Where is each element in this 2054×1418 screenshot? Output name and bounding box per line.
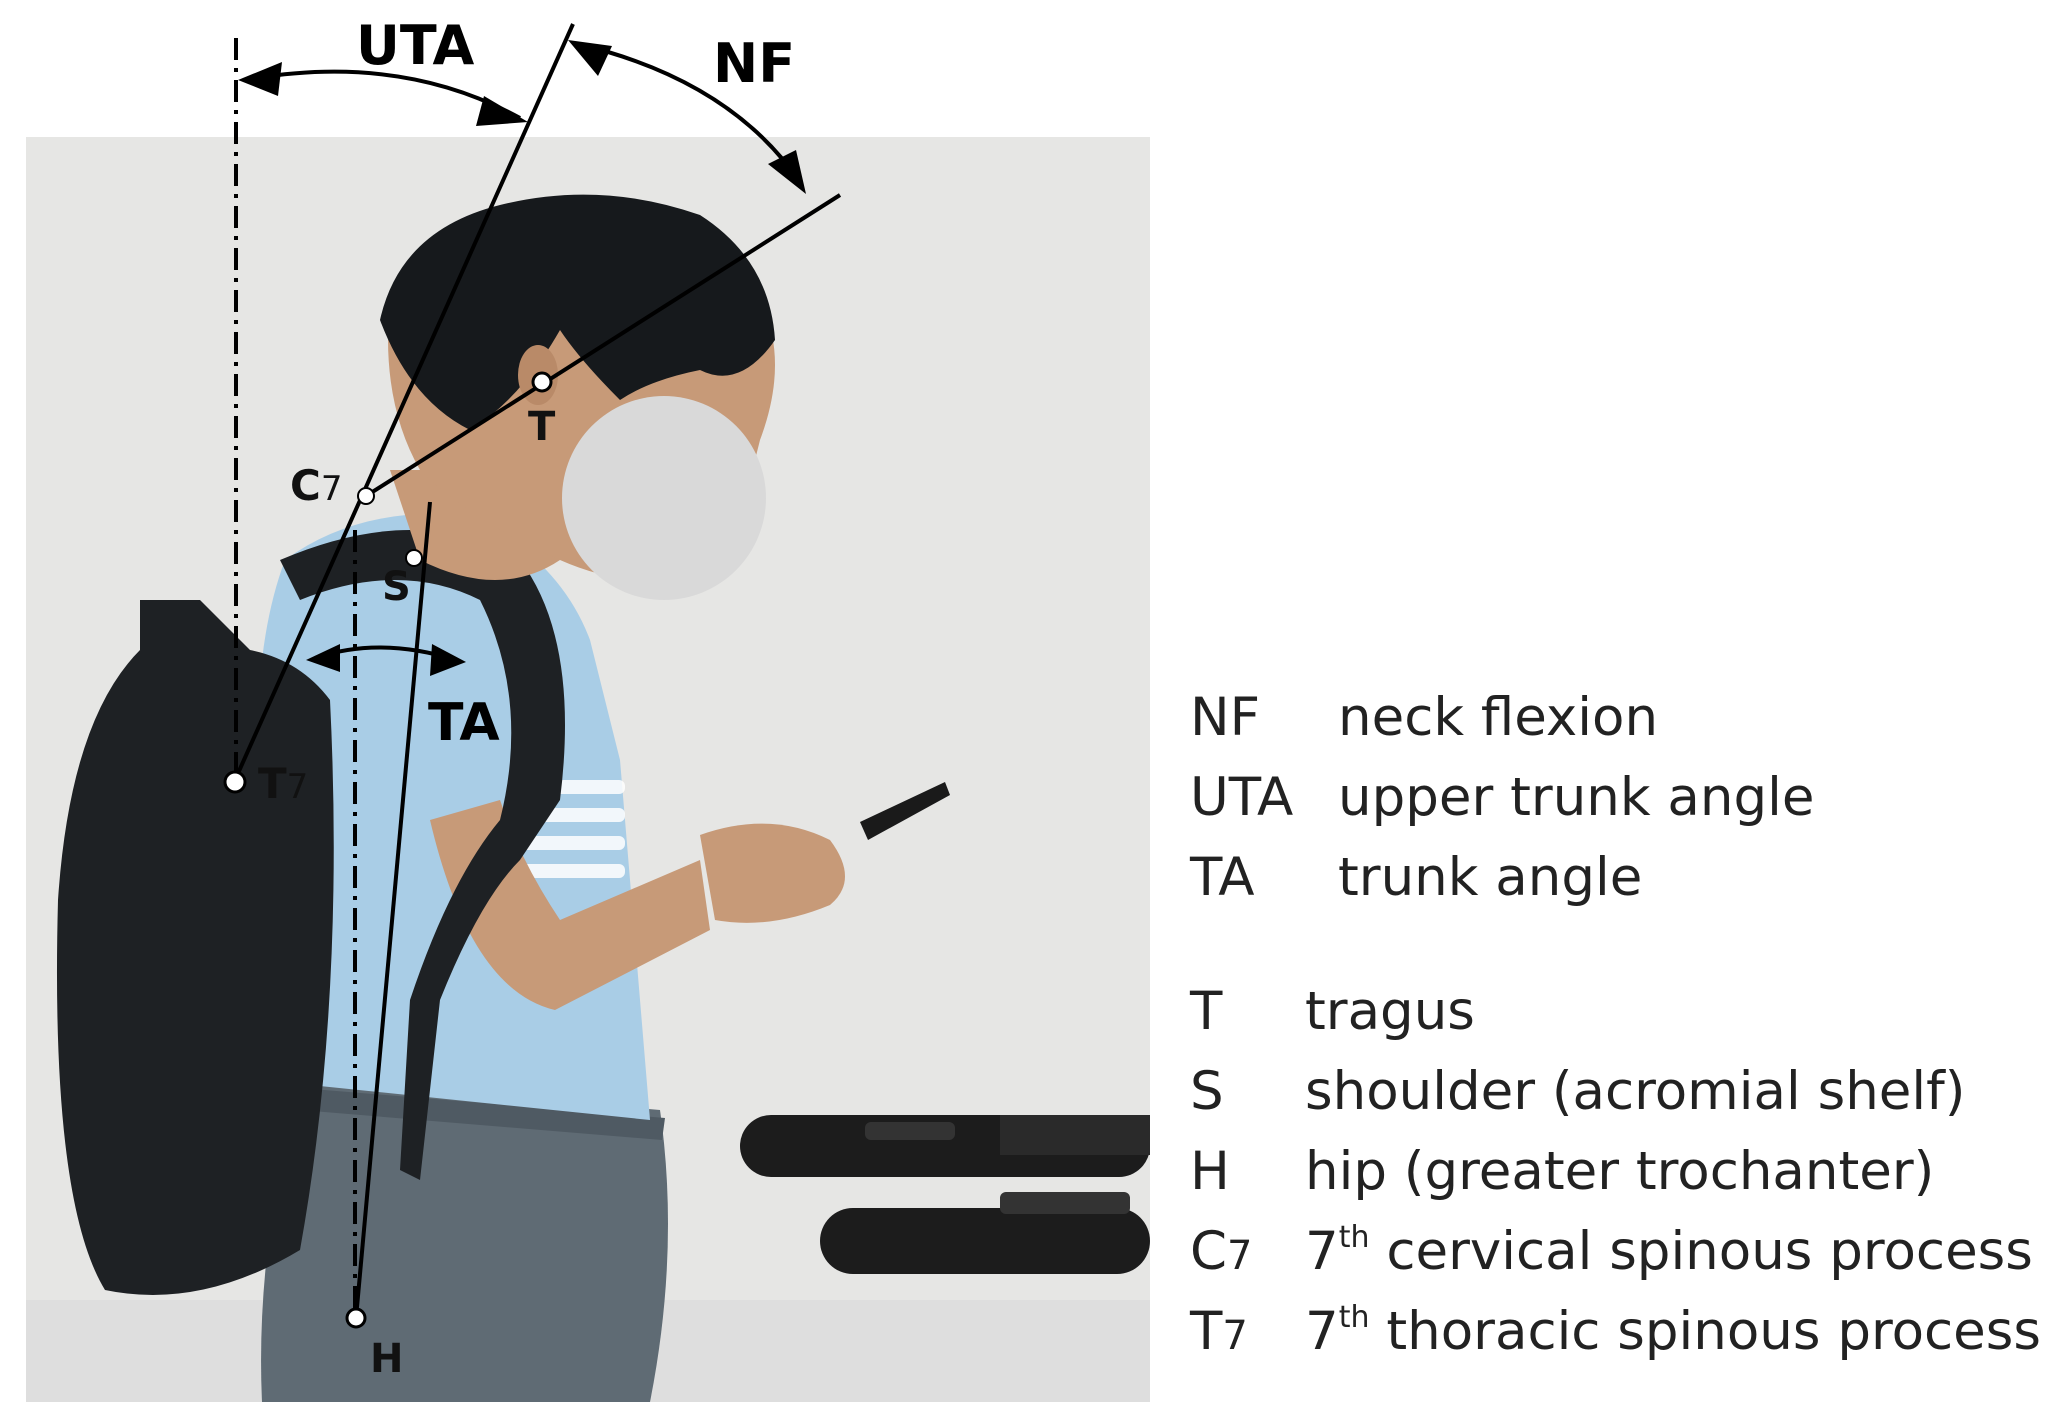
legend-abbr: T — [1190, 981, 1223, 1042]
legend-desc: hip (greater trochanter) — [1305, 1141, 1935, 1202]
posture-diagram: UTA NF TA T S C7 T7 H — [26, 14, 1150, 1402]
treadmill-handles — [740, 1115, 1150, 1274]
uta-label: UTA — [356, 14, 474, 77]
hand — [700, 823, 845, 923]
tragus-label: T — [528, 404, 556, 450]
legend-desc: neck flexion — [1338, 687, 1659, 748]
legend-desc: upper trunk angle — [1338, 767, 1815, 828]
ta-label: TA — [428, 693, 500, 753]
legend-abbr: C7 — [1190, 1221, 1253, 1282]
shoulder-label: S — [382, 564, 411, 610]
point-c7 — [357, 487, 375, 505]
face-blur — [562, 396, 766, 600]
legend: NF neck flexion UTA upper trunk angle TA… — [1190, 0, 2050, 1418]
backpack — [56, 600, 334, 1295]
legend-desc: shoulder (acromial shelf) — [1305, 1061, 1966, 1122]
legend-abbr: T7 — [1190, 1301, 1248, 1362]
point-t7 — [223, 770, 247, 794]
legend-desc: trunk angle — [1338, 847, 1643, 908]
c7-label: C7 — [290, 461, 342, 510]
nf-arc — [568, 40, 806, 194]
hip-label: H — [370, 1336, 403, 1382]
backpack-strap — [280, 530, 565, 1180]
legend-desc: 7th cervical spinous process — [1305, 1220, 2033, 1282]
hair — [380, 194, 775, 430]
legend-desc: 7th thoracic spinous process — [1305, 1300, 2042, 1362]
point-shoulder — [405, 549, 423, 567]
legend-abbr: TA — [1190, 847, 1255, 908]
ta-arc — [306, 644, 466, 676]
upper-trunk-line — [233, 23, 575, 781]
point-hip — [345, 1307, 367, 1329]
legend-abbr: UTA — [1190, 767, 1294, 828]
nf-label: NF — [713, 32, 795, 95]
legend-desc: tragus — [1305, 981, 1475, 1042]
legend-abbr: NF — [1190, 687, 1261, 748]
t7-label: T7 — [258, 759, 308, 808]
trunk-line — [354, 501, 432, 1319]
phone — [860, 782, 950, 840]
legend-abbr: S — [1190, 1061, 1224, 1122]
point-tragus — [531, 371, 553, 393]
neck-line — [364, 193, 842, 498]
legend-abbr: H — [1190, 1141, 1230, 1202]
uta-arc — [238, 62, 528, 126]
